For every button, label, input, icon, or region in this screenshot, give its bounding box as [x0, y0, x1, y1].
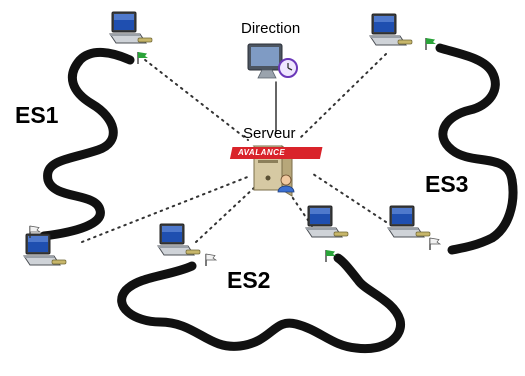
server-icon — [229, 144, 323, 197]
link-laptop-left — [81, 175, 251, 243]
laptop-icon-bottom-middle — [305, 205, 349, 238]
flag-icon-es3-end — [429, 237, 441, 251]
es3-label: ES3 — [425, 171, 469, 197]
direction-label: Direction — [241, 20, 301, 37]
es2-road — [117, 253, 406, 354]
flag-icon-es1-start — [137, 51, 149, 65]
laptop-icon-bottom-right — [387, 205, 431, 238]
es3-road — [435, 43, 518, 255]
link-laptop-bottom-left — [195, 185, 257, 243]
roads — [39, 43, 518, 354]
es2-label: ES2 — [227, 267, 271, 293]
flag-icon-es2-start — [205, 253, 217, 267]
laptop-icon-top-right — [369, 13, 413, 46]
laptop-icon-bottom-left — [157, 223, 201, 256]
laptop-icon-left — [23, 233, 67, 266]
es1-road — [39, 48, 135, 241]
server-badge-label: AVALANCE — [238, 148, 286, 157]
link-laptop-bottom-right — [309, 171, 387, 223]
flag-icon-es3-start — [425, 37, 437, 51]
laptop-icon-top-left — [109, 11, 153, 44]
es1-label: ES1 — [15, 102, 59, 128]
server-label: Serveur — [243, 125, 296, 142]
direction-icon — [247, 43, 298, 79]
link-laptop-top-left — [139, 55, 249, 141]
clock-icon — [278, 58, 298, 78]
server-badge — [229, 147, 323, 159]
link-laptop-top-right — [299, 53, 387, 139]
